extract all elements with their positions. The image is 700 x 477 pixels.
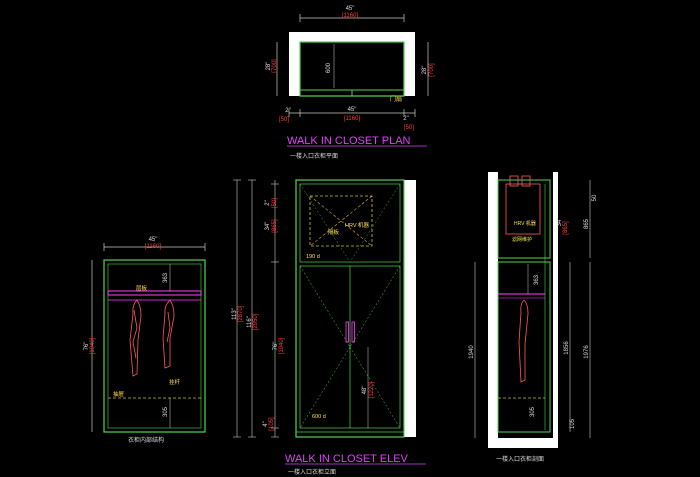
elev-dim-top-mm: [50] <box>272 198 278 208</box>
plan-back-wall <box>289 32 415 42</box>
plan-left-wall <box>289 32 300 96</box>
elev-dim-lower-ft: 76" <box>273 342 279 351</box>
inner-top-dim-mm: [1160] <box>145 244 162 250</box>
inner-subtitle: 衣柜内部结构 <box>128 436 164 444</box>
elev-dim-top-ft: 2" <box>265 200 271 205</box>
plan-top-dim-ft: 45" <box>346 6 355 12</box>
inner-left-dim-mm: [1940] <box>90 337 96 354</box>
elev-handle-dim-mm: [1220] <box>369 381 375 398</box>
elev-dim-total2-ft: 116" <box>247 316 253 328</box>
inner-dim-305: 305 <box>163 406 169 417</box>
section-dim-363: 363 <box>534 274 540 285</box>
section-subtitle: 一楼入口衣柜剖面 <box>496 455 544 463</box>
plan-title: WALK IN CLOSET PLAN <box>287 135 411 147</box>
section-dim-105: 105 <box>570 418 576 429</box>
plan-subtitle: 一楼入口衣柜平面 <box>290 152 338 160</box>
inner-shelf-label: 层板 <box>136 284 148 292</box>
plan-right-dim-mm: [700] <box>429 63 435 77</box>
section-filter-label: 滤网维护 <box>512 236 532 243</box>
elev-dim-upper-mm: [865] <box>272 219 278 233</box>
elev-upper-note: HRV 机器 <box>345 221 370 229</box>
plan-cabinet <box>299 41 405 97</box>
elev-handle-right <box>351 321 355 343</box>
inner-garments <box>129 299 175 377</box>
plan-bottom-right-mm: [50] <box>404 125 414 131</box>
plan-top-dim-mm: [1160] <box>342 13 359 19</box>
elev-cabinet <box>295 179 405 438</box>
elev-dim-base-mm: [105] <box>269 417 275 431</box>
plan-bottom-mid-ft: 45" <box>348 107 357 113</box>
plan-right-wall <box>404 32 415 96</box>
elev-dim-total-mm: [2870] <box>238 305 244 322</box>
inner-top-dim-ft: 45" <box>149 237 158 243</box>
elev-right-wall <box>404 180 416 437</box>
inner-drawer-label: 抽屉 <box>113 390 125 398</box>
inner-shelf <box>107 290 202 296</box>
section-side-mm: [865] <box>563 221 569 235</box>
elev-upper-label: 190 d <box>306 254 320 260</box>
inner-dim-363: 363 <box>163 272 169 283</box>
section-dim-1856: 1856 <box>564 341 570 355</box>
elev-title: WALK IN CLOSET ELEV <box>285 453 409 465</box>
section-hrv-label: HRV 机器 <box>514 220 536 227</box>
plan-depth-dim: 600 <box>326 62 332 73</box>
inner-left-dim-ft: 76" <box>84 342 90 351</box>
elev-handle-left <box>345 321 349 343</box>
section-dim-1976: 1976 <box>584 345 590 359</box>
elev-dim-total-ft: 113" <box>232 308 238 320</box>
section-right-edge <box>553 172 558 438</box>
plan-bottom-left-ft: 2" <box>285 108 290 114</box>
section-hrv-unit <box>505 183 541 235</box>
closet-elevation: 190 d HRV 机器 隔板 600 d 2" [50] 34" [865] … <box>232 179 426 476</box>
plan-bottom-mid-mm: [1160] <box>344 116 361 122</box>
section-dim-50: 50 <box>592 194 598 201</box>
closet-plan: 45" [1160] 28" [700] 28" [700] 600 2" [5… <box>266 6 435 160</box>
section-garment <box>518 299 529 383</box>
section-dim-305: 305 <box>530 406 536 417</box>
section-upper-cabinet <box>497 179 551 259</box>
section-dim-1940: 1940 <box>469 345 475 359</box>
elev-dim-upper-ft: 34" <box>265 222 271 231</box>
section-floor <box>488 438 558 448</box>
inner-frame <box>103 259 206 433</box>
plan-left-dim-mm: [700] <box>272 59 278 73</box>
plan-bottom-right-ft: 2" <box>403 116 408 122</box>
elev-dim-base-ft: 4" <box>263 421 269 426</box>
plan-door-note: 门扇 <box>390 95 402 103</box>
section-lower-cabinet <box>497 261 551 433</box>
elev-handle-dim-ft: 48" <box>362 386 368 395</box>
section-left-wall <box>488 172 498 448</box>
elev-dim-lower-mm: [1940] <box>279 337 285 354</box>
section-side-ft: 34" <box>557 218 563 227</box>
elev-lower-label: 600 d <box>312 414 326 420</box>
elev-upper-note2: 隔板 <box>328 228 340 236</box>
elev-dim-total2-mm: [2950] <box>253 313 259 330</box>
plan-right-dim-ft: 28" <box>422 66 428 75</box>
plan-bottom-left-mm: [50] <box>279 117 289 123</box>
plan-left-dim-ft: 28" <box>266 62 272 71</box>
inner-rail-label: 挂杆 <box>169 378 181 386</box>
closet-section: HRV 机器 滤网维护 1940 1856 1976 865 50 34" [8… <box>469 172 598 463</box>
closet-inner-structure: 45" [1160] 76" [1940] 363 305 层板 挂杆 抽屉 衣… <box>84 237 206 444</box>
elev-upper-dashed <box>309 195 373 247</box>
elev-subtitle: 一楼入口衣柜立面 <box>288 468 336 476</box>
section-dim-865: 865 <box>584 218 590 229</box>
